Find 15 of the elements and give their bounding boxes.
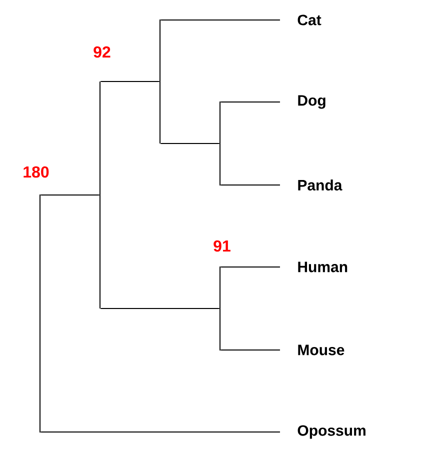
tree-branch — [160, 143, 220, 144]
tree-branch — [220, 266, 280, 268]
support-value: 92 — [94, 46, 110, 58]
support-value: 91 — [214, 240, 230, 252]
leaf-label: Panda — [298, 180, 342, 190]
tree-branch — [220, 184, 280, 186]
leaf-label: Mouse — [298, 344, 344, 356]
tree-branch — [100, 308, 220, 309]
leaf-label: Dog — [298, 95, 326, 109]
tree-branch — [40, 194, 100, 196]
tree-branch — [100, 81, 160, 82]
leaf-label: Opossum — [298, 425, 366, 439]
leaf-label: Human — [298, 262, 348, 272]
support-value: 180 — [24, 166, 49, 178]
leaf-label: Cat — [298, 14, 322, 26]
